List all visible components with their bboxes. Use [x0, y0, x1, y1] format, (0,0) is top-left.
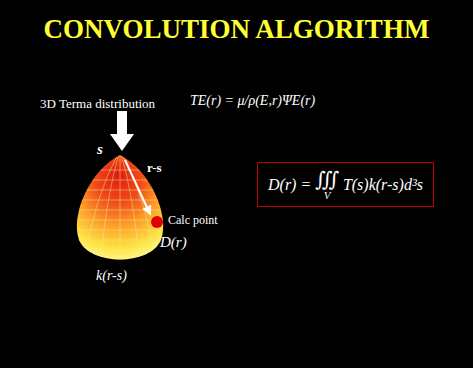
integral-domain: V	[324, 190, 331, 201]
kernel-symbol: k(r-s)	[96, 268, 127, 284]
calc-point-label: Calc point	[168, 214, 218, 228]
source-symbol: s	[97, 141, 103, 158]
terma-caption: 3D Terma distribution	[40, 97, 155, 112]
formula-text: ∭	[315, 168, 339, 190]
terma-formula: TE(r) = μ/ρ(E,r)ΨE(r)	[190, 93, 315, 109]
calc-point-dot	[151, 216, 163, 228]
formula-box: D(r) =∭VT(s)k(r-s)d³s	[257, 162, 434, 207]
terma-arrow	[110, 111, 134, 151]
vector-arrow	[125, 160, 150, 214]
slide-title: CONVOLUTION ALGORITHM	[0, 14, 473, 45]
vector-label: r-s	[147, 161, 162, 176]
formula-text: T(s)k(r-s)d³s	[343, 176, 423, 194]
formula-part: D(r) =	[268, 176, 311, 194]
dose-symbol: D(r)	[160, 234, 187, 251]
formula-part: T(s)k(r-s)d³s	[343, 176, 423, 194]
formula-text: D(r) =	[268, 176, 311, 194]
kernel-grid	[70, 150, 170, 270]
formula-part: ∭V	[315, 168, 339, 201]
